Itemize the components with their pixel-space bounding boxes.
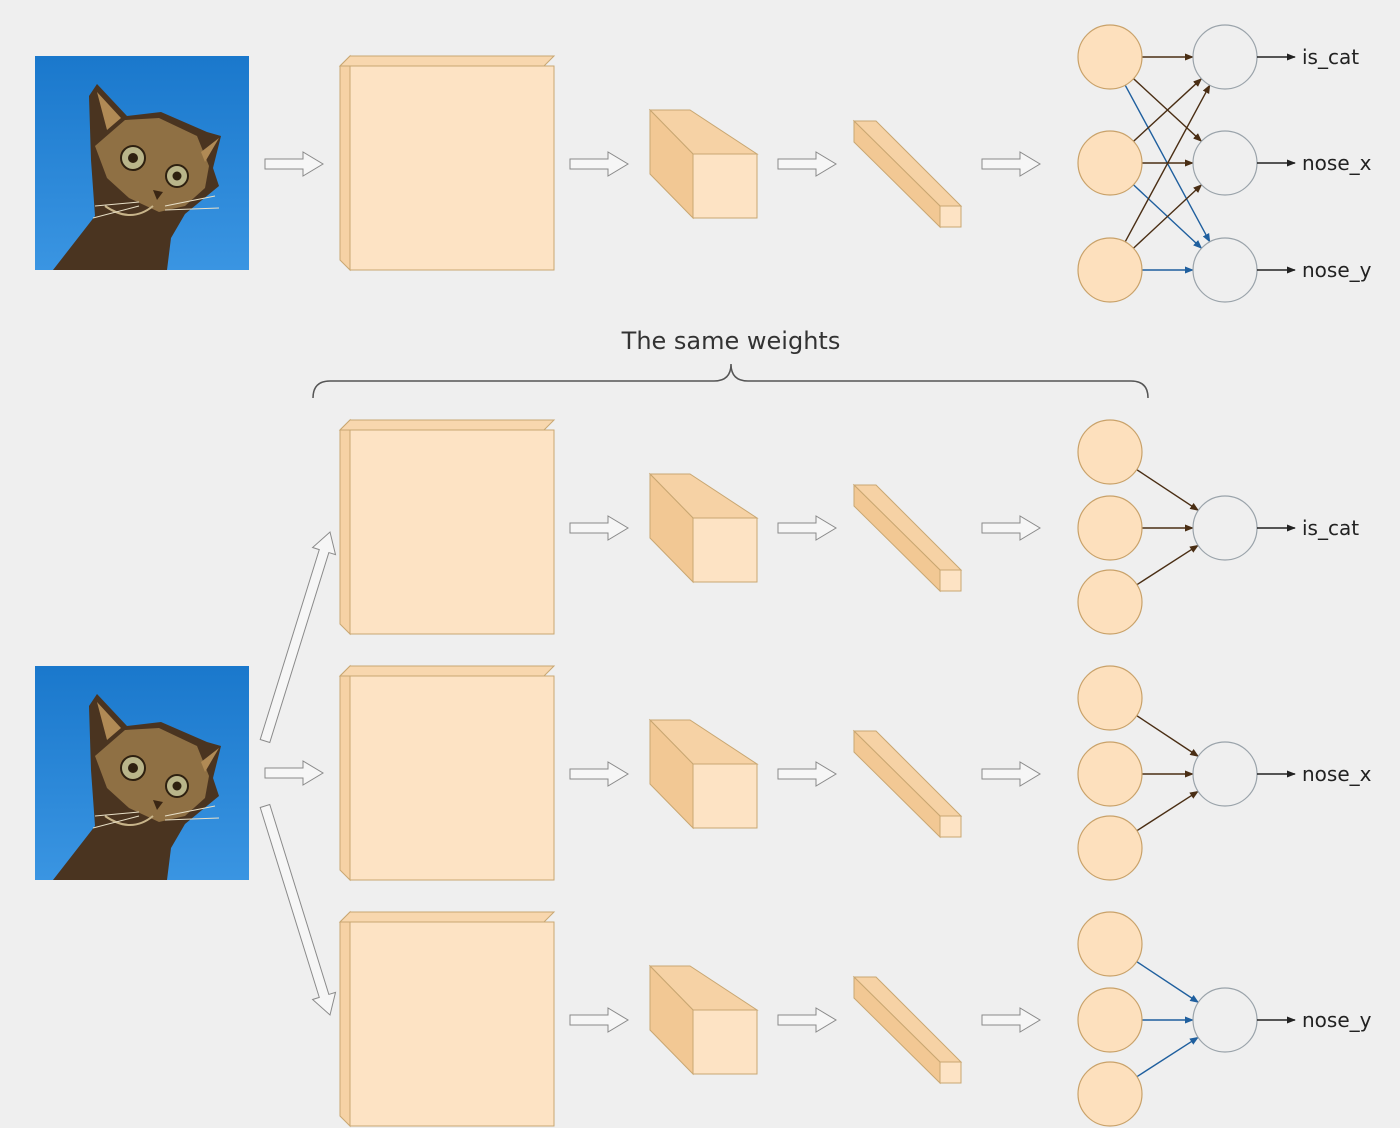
dense-neuron: [1077, 911, 1143, 977]
output-neuron: [1192, 24, 1258, 90]
flow-arrow: [569, 515, 629, 541]
conv-volume: [648, 964, 759, 1076]
flatten-vector: [852, 119, 963, 229]
output-label: nose_y: [1302, 258, 1372, 282]
flatten-vector: [852, 483, 963, 593]
dense-neuron: [1077, 24, 1143, 90]
flatten-vector: [852, 729, 963, 839]
output-neuron: [1192, 130, 1258, 196]
dense-neuron: [1077, 419, 1143, 485]
conv-feature-map: [338, 418, 556, 636]
conv-feature-map: [338, 54, 556, 272]
dense-link: [1136, 715, 1200, 757]
flow-arrow: [777, 515, 837, 541]
input-cat-photo: [34, 55, 250, 271]
dense-link: [1124, 84, 1211, 243]
output-neuron: [1192, 741, 1258, 807]
flow-arrow: [981, 761, 1041, 787]
flow-arrow: [777, 151, 837, 177]
flow-arrow: [264, 760, 324, 786]
conv-volume: [648, 472, 759, 584]
dense-neuron: [1077, 665, 1143, 731]
dense-neuron: [1077, 1061, 1143, 1127]
dense-neuron: [1077, 987, 1143, 1053]
output-neuron: [1192, 987, 1258, 1053]
output-label: is_cat: [1302, 45, 1359, 69]
flow-arrow: [981, 515, 1041, 541]
output-neuron: [1192, 495, 1258, 561]
shared-weights-brace: [312, 363, 1149, 399]
dense-neuron: [1077, 569, 1143, 635]
dense-link: [1136, 1036, 1199, 1078]
output-label: nose_x: [1302, 762, 1372, 786]
dense-link: [1136, 469, 1200, 511]
flow-arrow: [981, 1007, 1041, 1033]
flow-arrow: [259, 803, 337, 1016]
dense-link: [1132, 184, 1203, 249]
flow-arrow: [777, 761, 837, 787]
dense-neuron: [1077, 495, 1143, 561]
dense-neuron: [1077, 741, 1143, 807]
flow-arrow: [569, 761, 629, 787]
dense-neuron: [1077, 130, 1143, 196]
output-label: is_cat: [1302, 516, 1359, 540]
conv-volume: [648, 108, 759, 220]
flatten-vector: [852, 975, 963, 1085]
flow-arrow: [777, 1007, 837, 1033]
conv-feature-map: [338, 910, 556, 1128]
dense-link: [1136, 790, 1199, 832]
dense-neuron: [1077, 237, 1143, 303]
conv-volume: [648, 718, 759, 830]
output-label: nose_x: [1302, 151, 1372, 175]
flow-arrow: [569, 151, 629, 177]
dense-link: [1133, 78, 1203, 142]
flow-arrow: [264, 151, 324, 177]
dense-link: [1136, 544, 1199, 586]
input-cat-photo: [34, 665, 250, 881]
flow-arrow: [569, 1007, 629, 1033]
output-neuron: [1192, 237, 1258, 303]
flow-arrow: [259, 531, 337, 744]
output-label: nose_y: [1302, 1008, 1372, 1032]
dense-link: [1136, 961, 1200, 1003]
conv-feature-map: [338, 664, 556, 882]
flow-arrow: [981, 151, 1041, 177]
shared-weights-caption: The same weights: [621, 327, 841, 355]
dense-neuron: [1077, 815, 1143, 881]
